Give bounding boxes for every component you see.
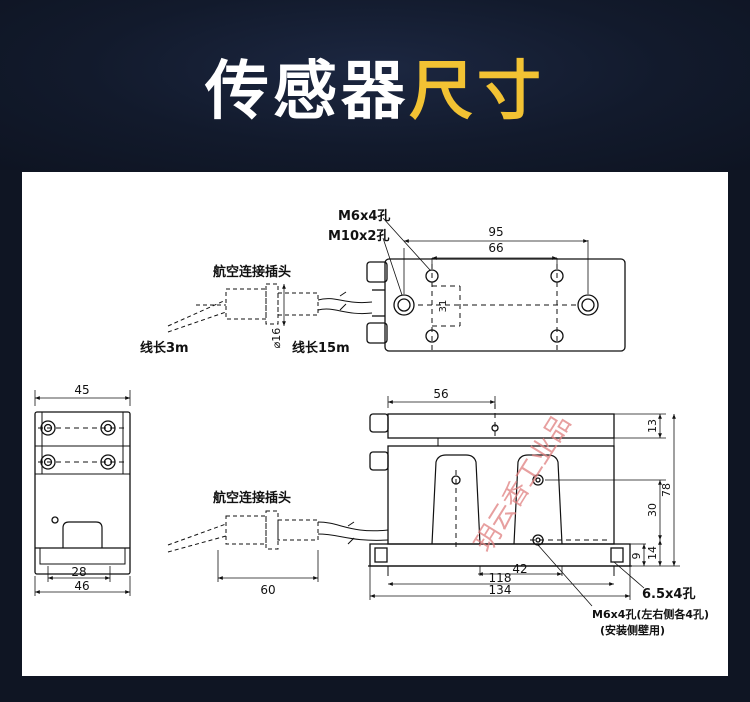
m10-hole [393,294,415,316]
dim-42: 42 [512,562,527,576]
diameter-16: ⌀16 [270,328,283,349]
dim-31: 31 [438,300,449,313]
cable-length-3m: 线长3m [140,340,189,356]
top-tab-upper [366,261,388,283]
side-view [34,390,131,596]
top-tab-lower [366,322,388,344]
dim-30: 30 [646,503,659,517]
dim-66: 66 [488,241,503,255]
m10-hole [577,294,599,316]
page-title: 传感器尺寸 [0,52,750,132]
dim-13: 13 [646,419,659,433]
side-body [34,411,131,575]
dim-45: 45 [74,383,89,397]
dim-118: 118 [489,571,512,585]
m6-hole-label: M6x4孔 [338,209,390,224]
top-view [167,217,626,352]
title-main: 传感器 [205,55,409,129]
mount-hole-label: 6.5x4孔 [642,587,695,602]
dim-78: 78 [660,483,673,497]
dim-56: 56 [433,387,448,401]
side-hole-label: M6x4孔(左右侧各4孔) [592,607,709,621]
dim-134: 134 [489,583,512,597]
dimension-drawing: M6x4孔 M10x2孔 95 66 31 航空连接插头 线长3m 线长15m … [34,209,709,637]
dim-46: 46 [74,579,89,593]
dim-95: 95 [488,225,503,239]
dim-9: 9 [630,553,643,560]
dim-14: 14 [646,546,659,560]
m10-hole-label: M10x2孔 [328,229,389,244]
side-hole-note: (安装侧壁用) [600,623,665,637]
dim-28: 28 [71,565,86,579]
cable-length-15m: 线长15m [292,340,350,356]
front-view [167,396,680,607]
dim-60: 60 [260,583,275,597]
title-accent: 尺寸 [409,55,545,129]
connector-label-top: 航空连接插头 [213,264,291,280]
header-banner [0,0,750,170]
front-top-plate [387,413,615,439]
connector-label-front: 航空连接插头 [213,490,291,506]
dimension-drawing-panel: M6x4孔 M10x2孔 95 66 31 航空连接插头 线长3m 线长15m … [22,172,728,676]
